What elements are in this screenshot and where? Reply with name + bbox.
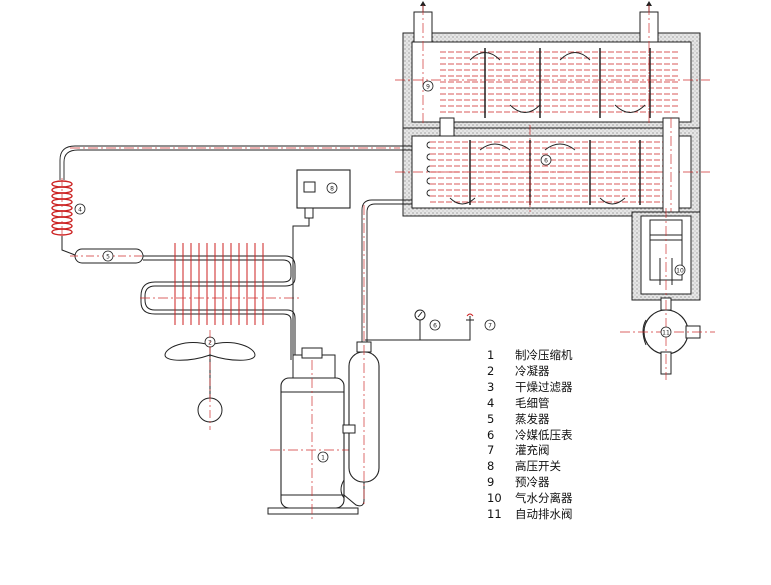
capillary-coil: 4 <box>51 178 86 256</box>
tag-drain-valve: 11 <box>662 330 670 337</box>
tag-charge-valve: 7 <box>488 323 492 330</box>
tag-gauge: 6 <box>433 323 437 330</box>
dryer-filter: 5 <box>70 248 150 264</box>
precooler: 9 <box>395 1 710 131</box>
tag-filter: 5 <box>106 254 110 261</box>
suction-line <box>361 199 412 350</box>
capillary-line <box>59 145 412 180</box>
tag-capillary: 4 <box>78 207 82 214</box>
condenser-fan: 2 <box>164 330 256 430</box>
tag-switch: 8 <box>330 186 334 193</box>
auto-drain-valve: 11 <box>620 297 715 380</box>
accumulator <box>340 341 380 507</box>
condenser <box>140 243 300 360</box>
tag-compressor: 1 <box>321 455 325 462</box>
tag-evaporator: 6 <box>544 158 548 165</box>
tag-separator: 10 <box>676 268 684 275</box>
gauge-line: 6 7 <box>365 309 496 341</box>
compressor: 1 <box>267 347 359 520</box>
high-pressure-switch: 8 <box>292 169 351 360</box>
tag-precooler: 9 <box>426 84 430 91</box>
water-separator: 10 <box>631 208 701 301</box>
evaporator-heat-exchanger: 6 <box>395 117 710 217</box>
